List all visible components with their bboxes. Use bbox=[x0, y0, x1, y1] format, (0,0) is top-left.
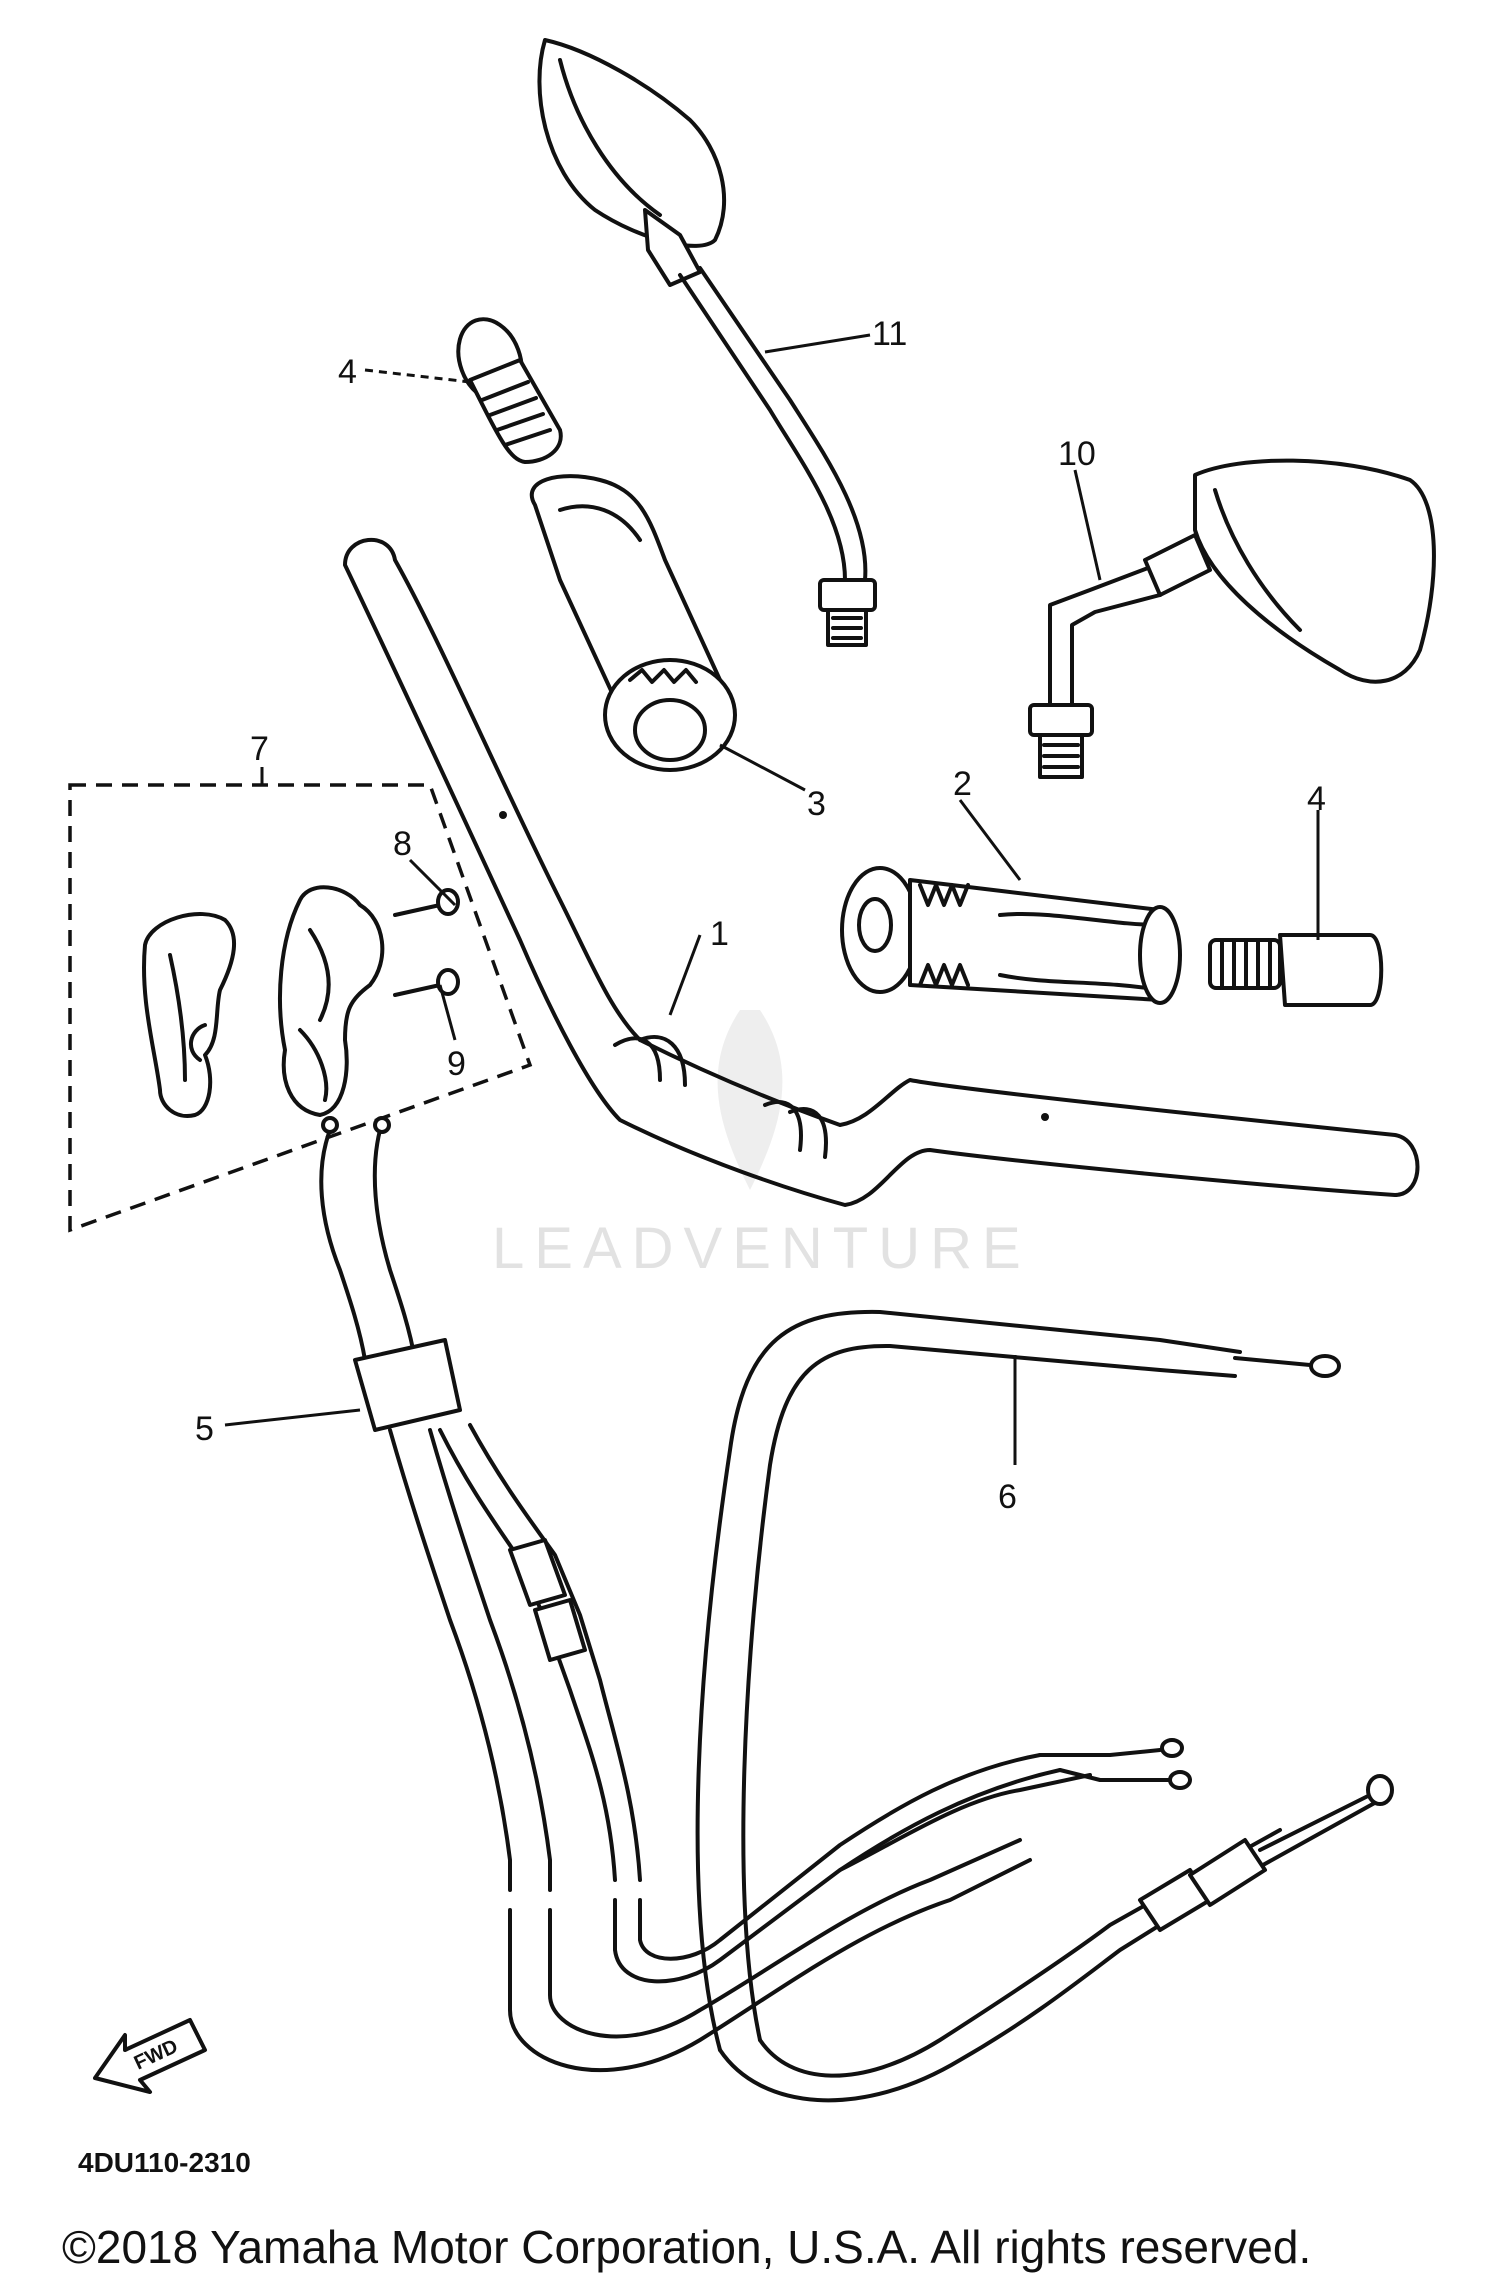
callout-7: 7 bbox=[250, 730, 269, 768]
copyright-notice: ©2018 Yamaha Motor Corporation, U.S.A. A… bbox=[62, 2221, 1312, 2273]
bar-end-weight-left bbox=[456, 317, 563, 464]
mirror-left bbox=[537, 38, 877, 647]
handlebar bbox=[343, 537, 1420, 1207]
callout-4-left: 4 bbox=[338, 353, 357, 391]
mirror-right bbox=[1028, 458, 1436, 779]
bar-end-weight-right bbox=[1208, 933, 1384, 1007]
left-grip bbox=[840, 866, 1182, 1005]
callout-9: 9 bbox=[447, 1045, 466, 1083]
screws bbox=[393, 888, 460, 997]
callout-8: 8 bbox=[393, 825, 412, 863]
throttle-housing bbox=[142, 885, 385, 1118]
diagram-reference-code: 4DU110-2310 bbox=[78, 2147, 251, 2178]
callout-5: 5 bbox=[195, 1410, 214, 1448]
watermark: LEADVENTURE bbox=[492, 1010, 1031, 1281]
callout-6: 6 bbox=[998, 1478, 1017, 1516]
throttle-cable-assembly bbox=[319, 1116, 1192, 2073]
callout-1: 1 bbox=[710, 915, 729, 953]
callout-10: 10 bbox=[1058, 435, 1096, 473]
leader-lines bbox=[224, 333, 1320, 1465]
callout-4-right: 4 bbox=[1307, 780, 1326, 818]
housing-group-box bbox=[68, 783, 533, 1233]
watermark-text: LEADVENTURE bbox=[492, 1216, 1031, 1281]
clutch-cable bbox=[695, 1309, 1394, 2103]
callout-3: 3 bbox=[807, 785, 826, 823]
callout-2: 2 bbox=[953, 765, 972, 803]
callouts: 1 2 3 4 4 5 6 7 8 9 10 11 bbox=[195, 315, 1326, 1516]
throttle-grip bbox=[529, 474, 737, 772]
callout-11: 11 bbox=[872, 315, 907, 353]
forward-arrow: FWD bbox=[93, 2018, 207, 2094]
